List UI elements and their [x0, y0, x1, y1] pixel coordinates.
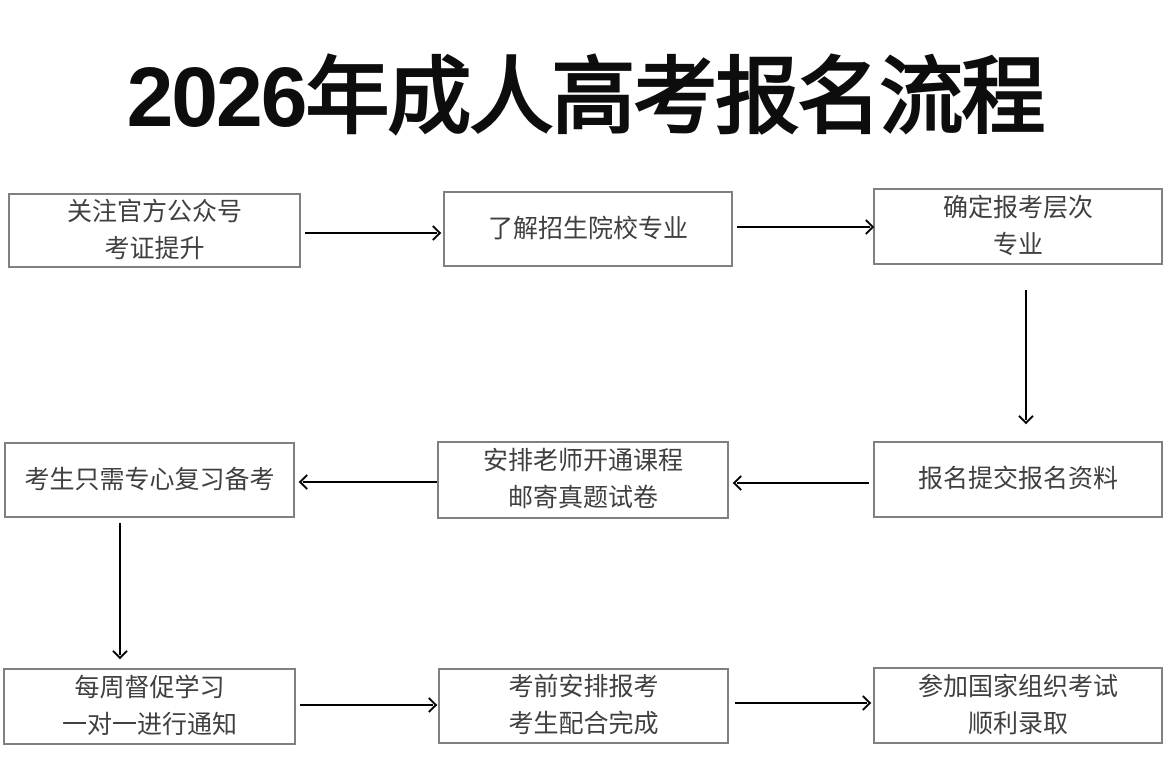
arrow-submit-registration-materials-to-arrange-teacher-open-courses: [732, 475, 869, 491]
flow-step-follow-official-account: 关注官方公众号考证提升: [8, 193, 301, 268]
arrow-candidate-focus-review-to-weekly-study-supervision: [112, 523, 128, 660]
arrowhead-icon: [112, 643, 128, 660]
flow-step-label: 报名提交报名资料: [917, 465, 1118, 493]
arrowhead-icon: [732, 475, 749, 491]
page-title: 2026年成人高考报名流程: [126, 50, 1046, 144]
flow-step-label: 每周督促学习: [74, 673, 225, 702]
flow-step-label: 考生配合完成: [508, 710, 659, 738]
flow-step-label: 了解招生院校专业: [487, 214, 688, 243]
flow-step-label: 考证提升: [104, 234, 205, 263]
flow-step-label: 顺利录取: [967, 709, 1068, 738]
arrowhead-icon: [858, 219, 875, 235]
arrow-arrange-teacher-open-courses-to-candidate-focus-review: [298, 474, 437, 490]
flow-step-label: 考生只需专心复习备考: [24, 465, 275, 494]
arrow-weekly-study-supervision-to-pre-exam-arrangement: [300, 697, 438, 713]
flow-step-weekly-study-supervision: 每周督促学习一对一进行通知: [3, 668, 296, 745]
flow-step-determine-level-major: 确定报考层次专业: [873, 188, 1163, 265]
flow-step-candidate-focus-review: 考生只需专心复习备考: [4, 442, 295, 518]
flow-step-take-national-exam-admission: 参加国家组织考试顺利录取: [873, 667, 1163, 744]
arrow-follow-official-account-to-learn-colleges-majors: [305, 225, 442, 241]
flow-step-submit-registration-materials: 报名提交报名资料: [873, 441, 1163, 518]
arrow-learn-colleges-majors-to-determine-level-major: [737, 219, 875, 235]
flow-step-label: 邮寄真题试卷: [507, 484, 658, 512]
flow-step-label: 一对一进行通知: [61, 710, 237, 739]
flow-step-label: 安排老师开通课程: [482, 447, 683, 475]
arrowhead-icon: [298, 474, 315, 490]
arrowhead-icon: [421, 697, 438, 713]
flow-step-arrange-teacher-open-courses: 安排老师开通课程邮寄真题试卷: [437, 441, 729, 519]
flow-step-learn-colleges-majors: 了解招生院校专业: [443, 191, 733, 267]
flow-step-label: 关注官方公众号: [66, 197, 242, 226]
flow-step-label: 参加国家组织考试: [917, 672, 1118, 701]
flow-step-label: 确定报考层次: [942, 193, 1093, 222]
arrow-pre-exam-arrangement-to-take-national-exam-admission: [735, 695, 872, 711]
arrow-determine-level-major-to-submit-registration-materials: [1018, 290, 1034, 425]
flow-step-pre-exam-arrangement: 考前安排报考考生配合完成: [438, 668, 729, 744]
arrowhead-icon: [855, 695, 872, 711]
arrowhead-icon: [425, 225, 442, 241]
flow-step-label: 专业: [992, 230, 1043, 259]
arrowhead-icon: [1018, 408, 1034, 425]
flow-step-label: 考前安排报考: [508, 673, 659, 701]
